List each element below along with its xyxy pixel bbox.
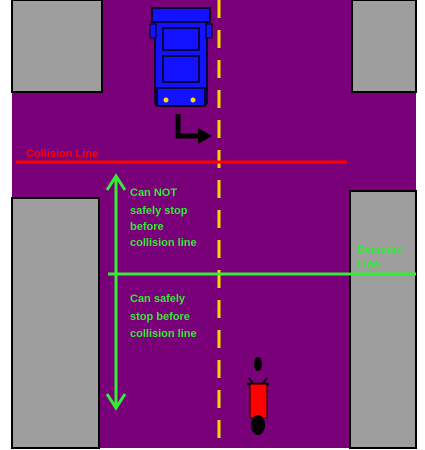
sidewalk-top-right <box>352 0 416 92</box>
cannot-stop-label-4: collision line <box>130 237 197 249</box>
decision-line-label-2: Line <box>357 259 380 271</box>
can-stop-label-3: collision line <box>130 328 197 340</box>
can-stop-label-2: stop before <box>130 311 190 323</box>
sidewalk-bottom-right <box>350 191 416 448</box>
collision-line-label: Collision Line <box>26 148 98 160</box>
cannot-stop-label-2: safely stop <box>130 205 188 217</box>
sidewalk-bottom-left <box>12 198 99 448</box>
car-icon <box>150 8 212 106</box>
cannot-stop-label-1: Can NOT <box>130 187 177 199</box>
cannot-stop-label-3: before <box>130 221 164 233</box>
can-stop-label-1: Can safely <box>130 293 186 305</box>
sidewalk-top-left <box>12 0 102 92</box>
decision-line-label-1: Decision <box>357 244 403 256</box>
